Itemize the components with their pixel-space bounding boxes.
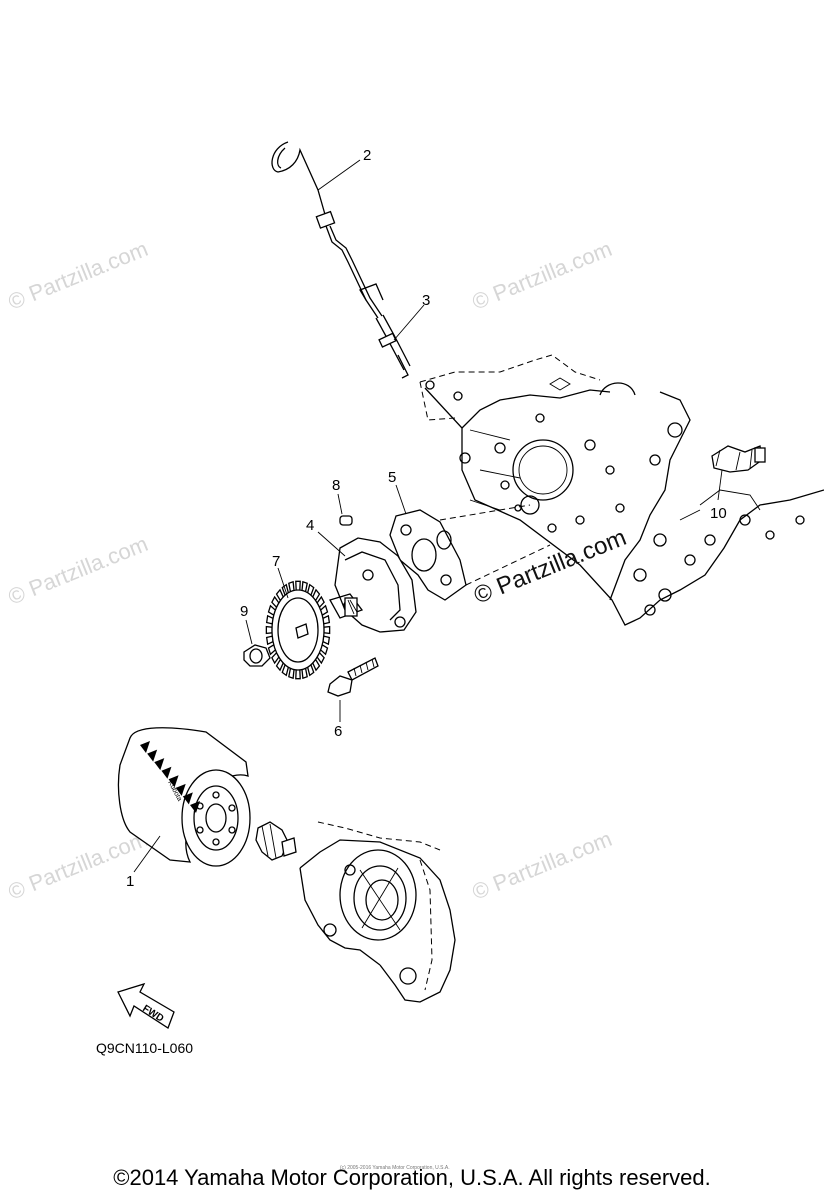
watermark: © Partzilla.com [5, 826, 152, 905]
callout-4: 4 [306, 517, 314, 534]
filter-grip-mark [147, 749, 158, 762]
filter-grip-mark [175, 783, 186, 796]
filter-grip-mark [168, 775, 179, 788]
watermark-main: © Partzilla.com [470, 524, 630, 610]
engine-block [419, 354, 824, 626]
driven-gear [265, 580, 331, 680]
callout-5: 5 [388, 469, 396, 486]
watermark: © Partzilla.com [5, 236, 152, 315]
callout-8: 8 [332, 477, 340, 494]
engine-housing-lower [299, 821, 456, 1003]
diagram-code: Q9CN110-L060 [96, 1040, 194, 1056]
filter-grip-mark [140, 741, 150, 753]
gear-tooth [295, 669, 301, 680]
fwd-arrow-icon: FWD [117, 982, 175, 1029]
leader-lines [133, 159, 723, 873]
copyright-notice: ©2014 Yamaha Motor Corporation, U.S.A. A… [113, 1165, 711, 1190]
filter-grip-mark [182, 792, 193, 805]
filter-grip-mark [154, 758, 165, 771]
tiny-copyright-note: (c) 2005-2016 Yamaha Motor Corporation, … [340, 1165, 450, 1171]
filter-nipple [255, 821, 297, 861]
filter-grip-mark [161, 766, 172, 779]
dowel-pin [339, 515, 353, 526]
callout-6: 6 [334, 723, 342, 740]
dipstick [271, 141, 411, 379]
oil-pump [329, 537, 417, 633]
callout-numbers: 1 2 3 4 5 6 7 8 9 10 [126, 147, 727, 890]
gear-tooth [265, 625, 273, 635]
filter-grip-pattern [140, 741, 200, 813]
callout-3: 3 [422, 292, 430, 309]
callout-9: 9 [240, 603, 248, 620]
nut [243, 644, 271, 667]
callout-2: 2 [363, 147, 371, 164]
gear-tooth [295, 580, 301, 591]
oil-pressure-switch [711, 445, 766, 473]
callout-10: 10 [710, 505, 727, 522]
gasket [389, 504, 557, 601]
callout-7: 7 [272, 553, 280, 570]
watermark: © Partzilla.com [469, 236, 616, 315]
watermark: © Partzilla.com [469, 826, 616, 905]
bolt [327, 657, 379, 697]
filter-grip-mark [190, 801, 200, 813]
callout-1: 1 [126, 873, 134, 890]
watermark: © Partzilla.com [5, 531, 152, 610]
oil-filter: Kubota [117, 727, 251, 867]
gear-tooth [323, 625, 331, 635]
